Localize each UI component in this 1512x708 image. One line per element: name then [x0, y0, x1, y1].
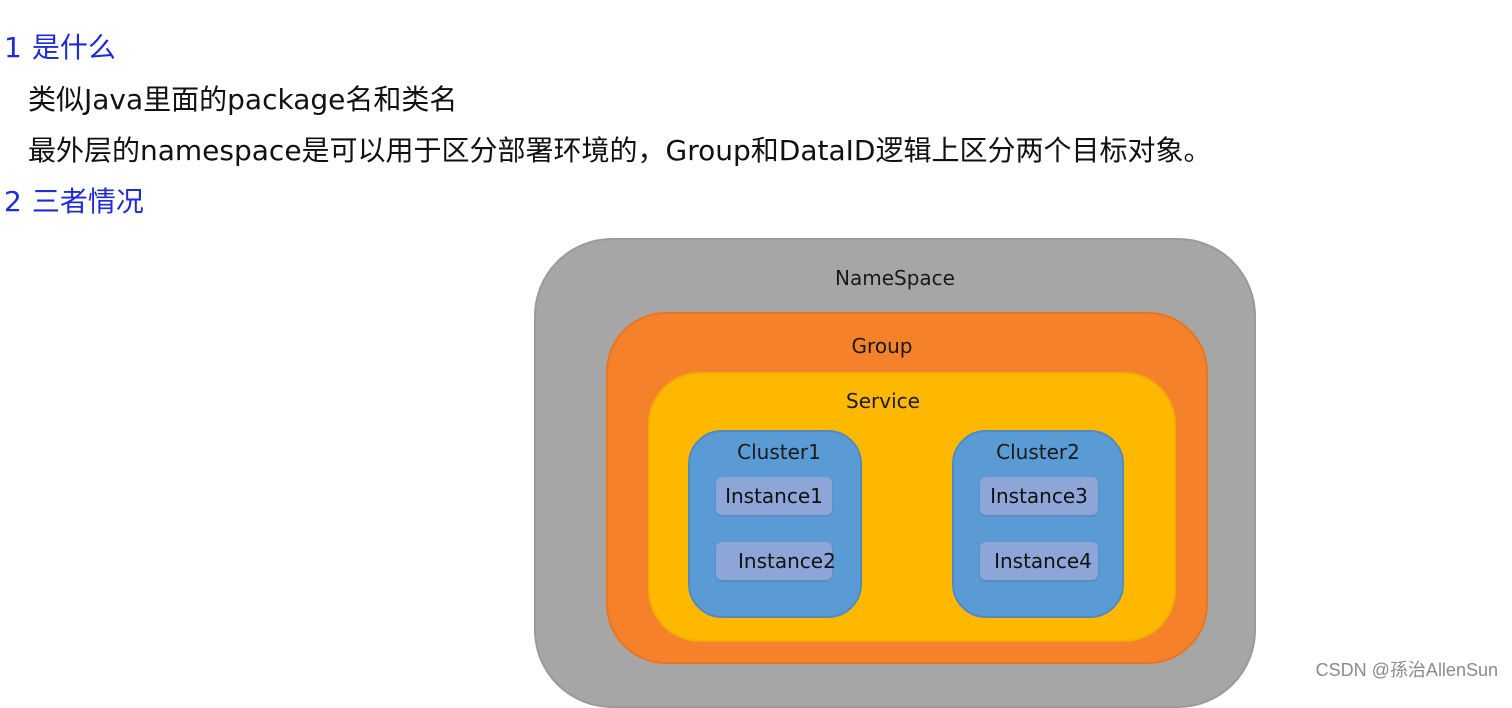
section-heading-1: 1 是什么: [4, 30, 116, 66]
paragraph-line: 最外层的namespace是可以用于区分部署环境的，Group和DataID逻辑…: [28, 134, 1212, 167]
namespace-label: NameSpace: [835, 266, 955, 290]
instance-box: Instance3: [980, 477, 1098, 515]
group-label: Group: [851, 334, 913, 358]
cluster-box: [952, 430, 1124, 618]
watermark: CSDN @孫治AllenSun: [1315, 660, 1498, 680]
paragraph-line: 类似Java里面的package名和类名: [28, 83, 458, 116]
section-number: 2: [4, 185, 22, 218]
cluster-label: Cluster1: [737, 440, 821, 464]
instance-box: Instance1: [716, 477, 832, 515]
section-number: 1: [4, 31, 22, 64]
section-title: 是什么: [31, 31, 116, 64]
service-label: Service: [846, 389, 920, 413]
instance-box: Instance4: [980, 542, 1098, 580]
cluster-box: [688, 430, 862, 618]
instance-box: Instance2: [716, 542, 836, 580]
section-title: 三者情况: [31, 185, 144, 218]
cluster-label: Cluster2: [996, 440, 1080, 464]
section-heading-2: 2 三者情况: [4, 184, 144, 220]
